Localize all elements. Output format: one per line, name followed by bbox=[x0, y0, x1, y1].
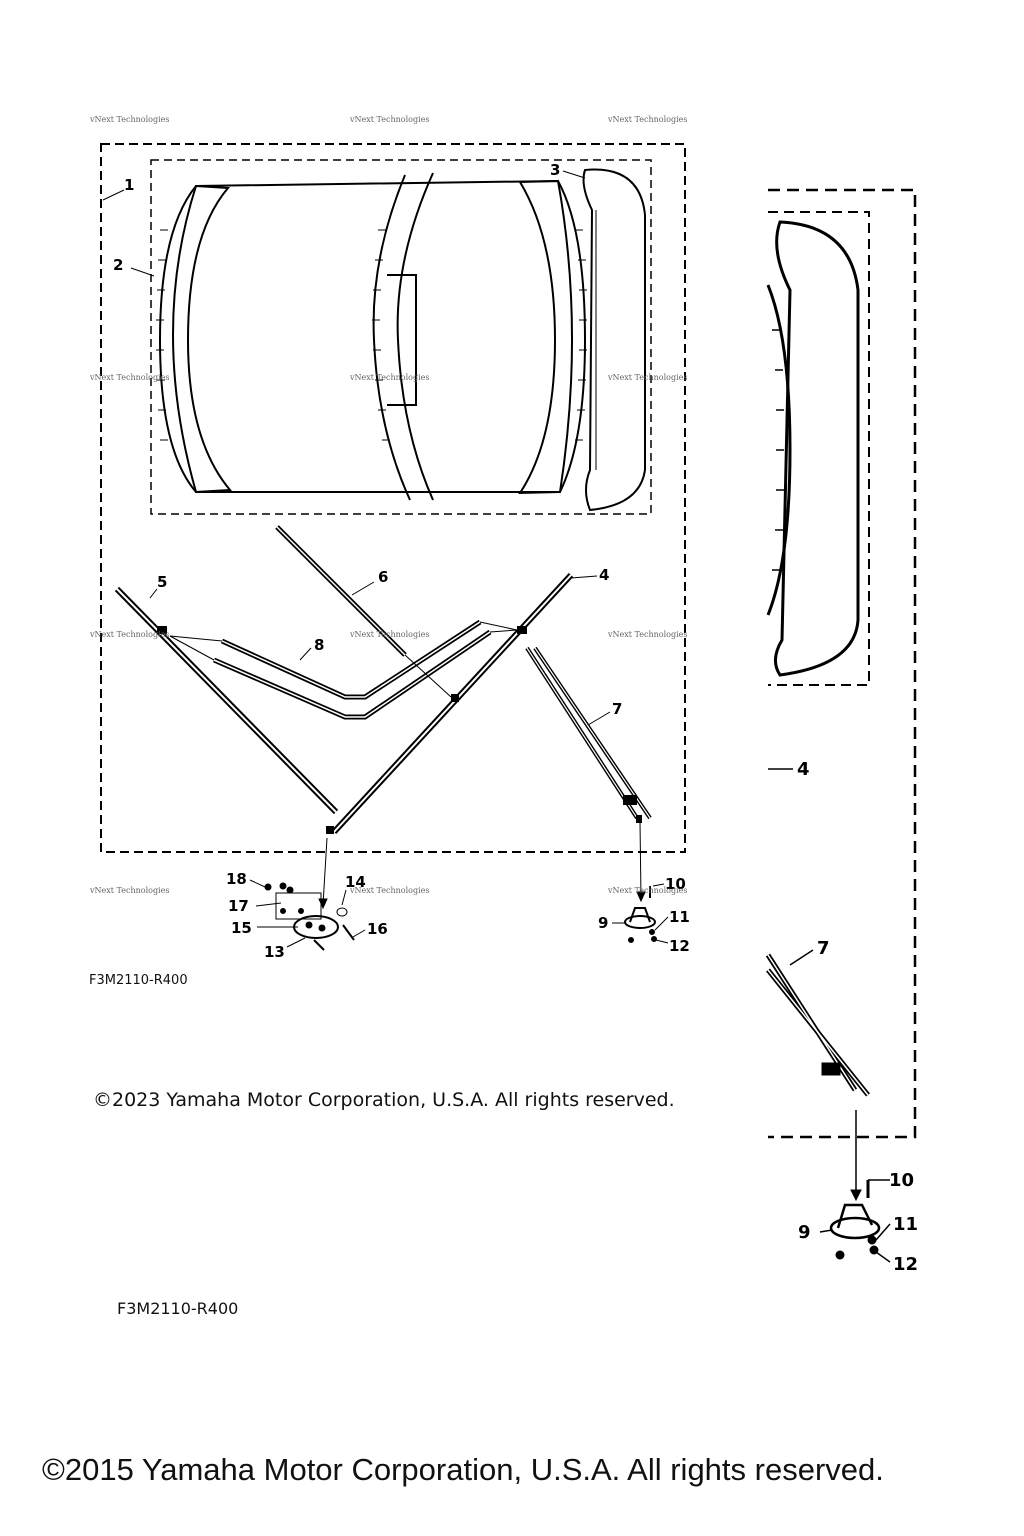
svg-text:vNext Technologies: vNext Technologies bbox=[89, 630, 169, 639]
callout-2: 2 bbox=[113, 256, 123, 274]
svg-text:vNext Technologies: vNext Technologies bbox=[89, 886, 169, 895]
svg-text:vNext Technologies: vNext Technologies bbox=[349, 630, 429, 639]
callout-8: 8 bbox=[314, 636, 324, 654]
inset-outer-boundary bbox=[768, 188, 917, 1139]
figure-code-large: F3M2110-R400 bbox=[117, 1299, 239, 1318]
copyright-2015: ©2015 Yamaha Motor Corporation, U.S.A. A… bbox=[42, 1452, 884, 1487]
inset-inner-boundary bbox=[768, 211, 870, 686]
inset-callout-11: 11 bbox=[893, 1214, 918, 1235]
figure-code-small: F3M2110-R400 bbox=[89, 973, 188, 988]
callout-10: 10 bbox=[665, 875, 686, 893]
callout-9: 9 bbox=[598, 914, 608, 932]
inset-mount-hardware bbox=[819, 1110, 891, 1263]
svg-text:vNext Technologies: vNext Technologies bbox=[89, 115, 169, 124]
assembly-boundary bbox=[100, 143, 686, 853]
inset-callout-12: 12 bbox=[893, 1254, 918, 1275]
copyright-2023: ©2023 Yamaha Motor Corporation, U.S.A. A… bbox=[93, 1089, 675, 1111]
callout-4: 4 bbox=[599, 566, 609, 584]
svg-text:vNext Technologies: vNext Technologies bbox=[607, 886, 687, 895]
callout-13: 13 bbox=[264, 943, 285, 961]
right-mount-hardware bbox=[624, 886, 657, 943]
callout-1: 1 bbox=[124, 176, 134, 194]
inset-tube-7 bbox=[765, 949, 870, 1097]
canopy-stitch-ticks bbox=[156, 229, 587, 441]
callout-18: 18 bbox=[226, 870, 247, 888]
svg-text:vNext Technologies: vNext Technologies bbox=[607, 630, 687, 639]
svg-text:vNext Technologies: vNext Technologies bbox=[607, 373, 687, 382]
callout-3: 3 bbox=[550, 161, 560, 179]
callout-14: 14 bbox=[345, 873, 366, 891]
watermarks: vNext Technologies vNext Technologies vN… bbox=[89, 115, 687, 895]
callout-15: 15 bbox=[231, 919, 252, 937]
callout-16: 16 bbox=[367, 920, 388, 938]
callout-11: 11 bbox=[669, 908, 690, 926]
svg-text:vNext Technologies: vNext Technologies bbox=[607, 115, 687, 124]
callout-12: 12 bbox=[669, 937, 690, 955]
inset-callout-9: 9 bbox=[798, 1222, 811, 1243]
inset-callout-7: 7 bbox=[817, 938, 830, 959]
svg-text:vNext Technologies: vNext Technologies bbox=[349, 373, 429, 382]
callout-17: 17 bbox=[228, 897, 249, 915]
svg-text:vNext Technologies: vNext Technologies bbox=[349, 886, 429, 895]
inset-canopy-edge bbox=[766, 284, 792, 616]
callout-7: 7 bbox=[612, 700, 622, 718]
storage-boot bbox=[582, 168, 646, 512]
frame-fittings bbox=[157, 626, 642, 834]
canopy-boundary bbox=[150, 159, 652, 515]
inset-stitch-ticks bbox=[772, 329, 784, 571]
inset-callout-4: 4 bbox=[797, 759, 810, 780]
frame-tubes bbox=[114, 525, 652, 835]
inset-storage-boot bbox=[774, 220, 860, 677]
callout-5: 5 bbox=[157, 573, 167, 591]
assembly-arrows bbox=[169, 621, 646, 910]
callout-6: 6 bbox=[378, 568, 388, 586]
inset-callout-10: 10 bbox=[889, 1170, 914, 1191]
canopy-top bbox=[158, 172, 587, 501]
svg-text:vNext Technologies: vNext Technologies bbox=[89, 373, 169, 382]
svg-text:vNext Technologies: vNext Technologies bbox=[349, 115, 429, 124]
left-mount-hardware bbox=[264, 882, 355, 951]
leader-lines bbox=[102, 170, 669, 948]
